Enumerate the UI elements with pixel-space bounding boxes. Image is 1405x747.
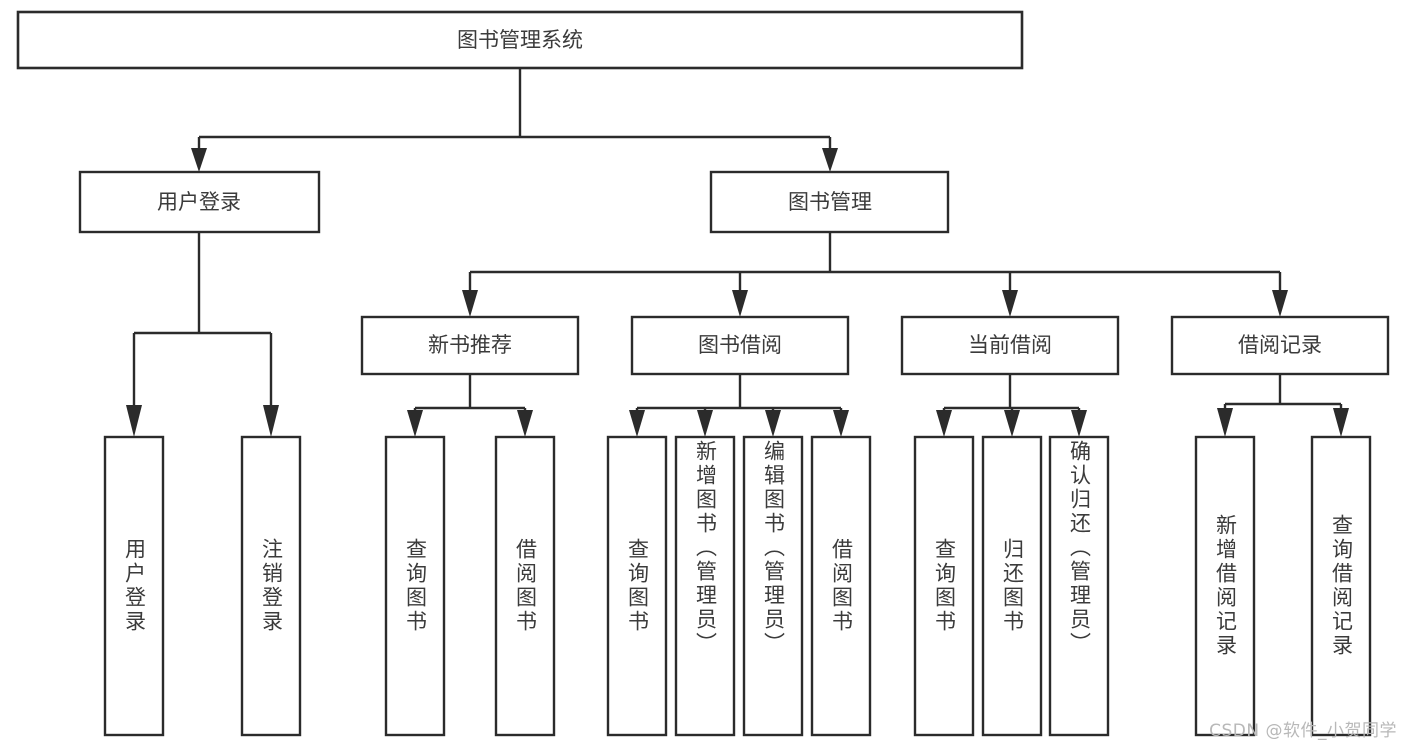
node-borrow-record-box[interactable]: [1170, 315, 1390, 376]
node-user-login-label: 用户登录: [157, 190, 241, 214]
node-book-borrow[interactable]: 图书借阅: [630, 315, 850, 376]
node-borrow-record-label: 借阅记录: [1238, 333, 1322, 357]
leaf-box-borrow-query[interactable]: [606, 435, 668, 737]
leaf-box-borrow-add[interactable]: [674, 435, 736, 737]
leaf-box-record-query[interactable]: [1310, 435, 1372, 737]
node-current-borrow[interactable]: 当前借阅: [900, 315, 1120, 376]
arrow-bookmgmt-c1: [462, 290, 478, 317]
arrow-borrow-l2: [697, 410, 713, 437]
arrow-bookmgmt-c3: [1002, 290, 1018, 317]
arrow-bookmgmt-c2: [732, 290, 748, 317]
arrow-borrow-l1: [629, 410, 645, 437]
arrow-borrow-l3: [765, 410, 781, 437]
leaf-box-current-query[interactable]: [913, 435, 975, 737]
edge-group: [126, 68, 1349, 437]
node-current-borrow-label: 当前借阅: [968, 333, 1052, 357]
arrow-bookmgmt-c4: [1272, 290, 1288, 317]
node-book-management-box[interactable]: [709, 170, 950, 234]
node-book-management-label: 图书管理: [788, 190, 872, 214]
leaf-box-current-confirm[interactable]: [1048, 435, 1110, 737]
leaf-box-newbook-borrow[interactable]: [494, 435, 556, 737]
csdn-watermark: CSDN @软件_小贺同学: [1209, 721, 1397, 741]
arrow-record-l1: [1217, 408, 1233, 437]
node-new-book-recommend[interactable]: 新书推荐: [360, 315, 580, 376]
arrow-borrow-l4: [833, 410, 849, 437]
arrow-current-l2: [1004, 410, 1020, 437]
arrow-userlogin-leaf2: [263, 405, 279, 437]
arrow-current-l1: [936, 410, 952, 437]
arrow-to-userlogin: [191, 148, 207, 172]
node-root[interactable]: 图书管理系统: [16, 10, 1024, 70]
leaf-box-borrow-lend[interactable]: [810, 435, 872, 737]
leaf-box-record-add[interactable]: [1194, 435, 1256, 737]
node-borrow-record[interactable]: 借阅记录: [1170, 315, 1390, 376]
arrow-newbook-l2: [517, 410, 533, 437]
arrow-current-l3: [1071, 410, 1087, 437]
node-book-borrow-label: 图书借阅: [698, 333, 782, 357]
arrow-to-bookmgmt: [822, 148, 838, 172]
node-root-box[interactable]: [16, 10, 1024, 70]
leaf-box-user-login[interactable]: [103, 435, 165, 737]
node-new-book-recommend-label: 新书推荐: [428, 333, 512, 357]
leaf-box-logout[interactable]: [240, 435, 302, 737]
node-new-book-recommend-box[interactable]: [360, 315, 580, 376]
node-current-borrow-box[interactable]: [900, 315, 1120, 376]
node-user-login[interactable]: 用户登录: [78, 170, 321, 234]
arrow-record-l2: [1333, 408, 1349, 437]
leaf-box-group: [103, 435, 1372, 737]
node-book-borrow-box[interactable]: [630, 315, 850, 376]
arrow-newbook-l1: [407, 410, 423, 437]
leaf-box-current-return[interactable]: [981, 435, 1043, 737]
node-root-label: 图书管理系统: [457, 28, 583, 52]
leaf-box-borrow-edit[interactable]: [742, 435, 804, 737]
leaf-box-newbook-query[interactable]: [384, 435, 446, 737]
node-book-management[interactable]: 图书管理: [709, 170, 950, 234]
node-user-login-box[interactable]: [78, 170, 321, 234]
arrow-userlogin-leaf1: [126, 405, 142, 437]
